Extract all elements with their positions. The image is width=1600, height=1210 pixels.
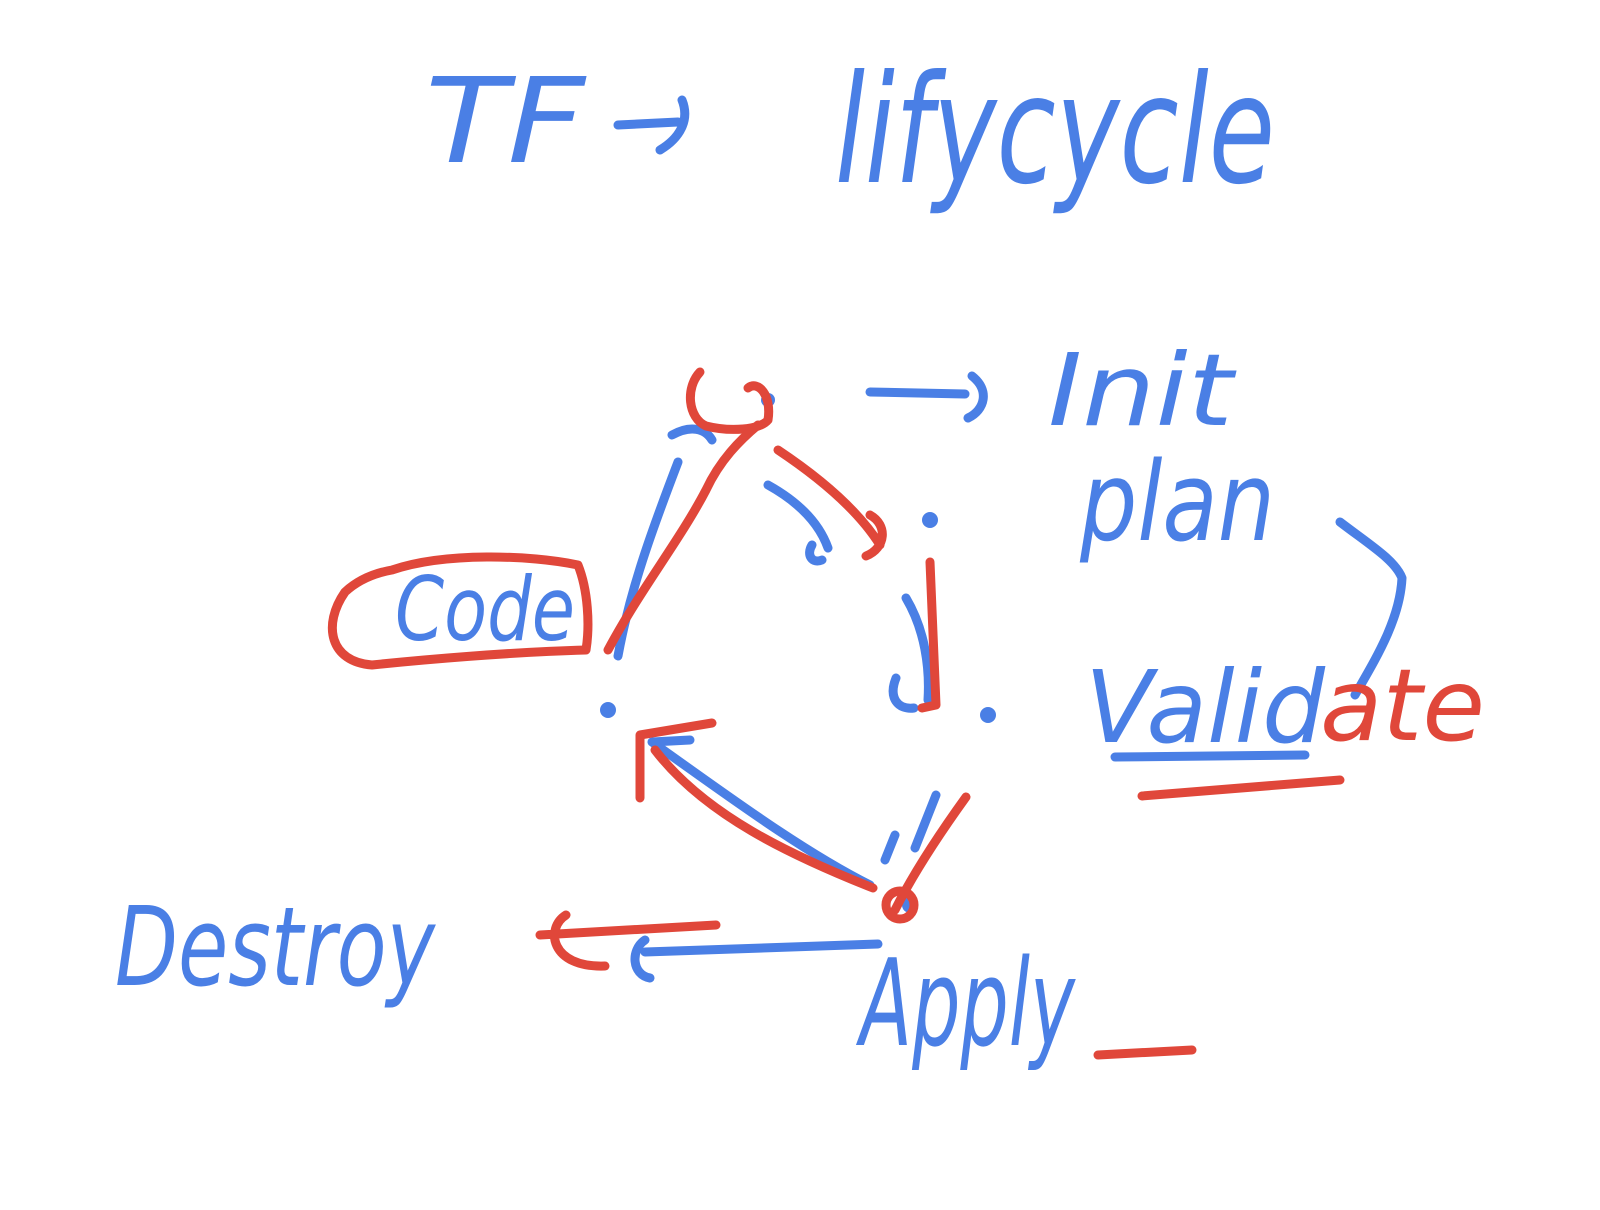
arrow-top-to-init — [865, 371, 988, 423]
red-top-loop — [685, 367, 774, 434]
node-code — [600, 702, 616, 718]
init-label: Init — [1048, 332, 1237, 449]
code-box-outline — [327, 552, 593, 670]
arrow-code-to-top — [613, 424, 717, 661]
red-apply-to-code — [635, 718, 878, 893]
blue-arrows — [613, 371, 1407, 983]
arrow-plan-to-validate — [888, 593, 933, 713]
red-validate-to-apply — [890, 792, 971, 915]
red-code-to-top — [603, 420, 763, 655]
title-word: lifycycle — [835, 44, 1275, 218]
node-plan — [922, 512, 938, 528]
red-plan-to-validate — [917, 557, 941, 713]
code-stage: Code — [327, 552, 593, 670]
title-arrow — [613, 95, 690, 155]
apply-label: Apply — [856, 935, 1077, 1074]
stage-labels: Init plan Valid ate Apply Destroy — [115, 332, 1485, 1074]
arrow-apply-to-destroy — [630, 935, 883, 983]
red-apply-dash — [1093, 1045, 1197, 1060]
red-top-to-plan — [773, 445, 887, 561]
arrow-validate-to-apply — [880, 790, 941, 865]
title-group: TF lifycycle — [425, 44, 1275, 218]
arrow-apply-to-code — [647, 735, 875, 890]
destroy-label: Destroy — [115, 883, 436, 1011]
red-apply-circle — [881, 886, 919, 924]
title-prefix: TF — [425, 52, 587, 190]
validate-underline — [1110, 750, 1310, 762]
validate-label-suffix: ate — [1320, 647, 1485, 764]
bracket-plan-validate — [1335, 517, 1407, 700]
validate-label-prefix: Valid — [1085, 649, 1326, 766]
red-validate-underline — [1137, 775, 1345, 801]
code-label: Code — [395, 558, 575, 661]
arrow-top-to-plan — [763, 480, 833, 566]
red-arrows — [535, 367, 1345, 1060]
red-apply-to-destroy — [535, 910, 721, 971]
node-validate — [980, 707, 996, 723]
plan-label: plan — [1079, 438, 1275, 566]
